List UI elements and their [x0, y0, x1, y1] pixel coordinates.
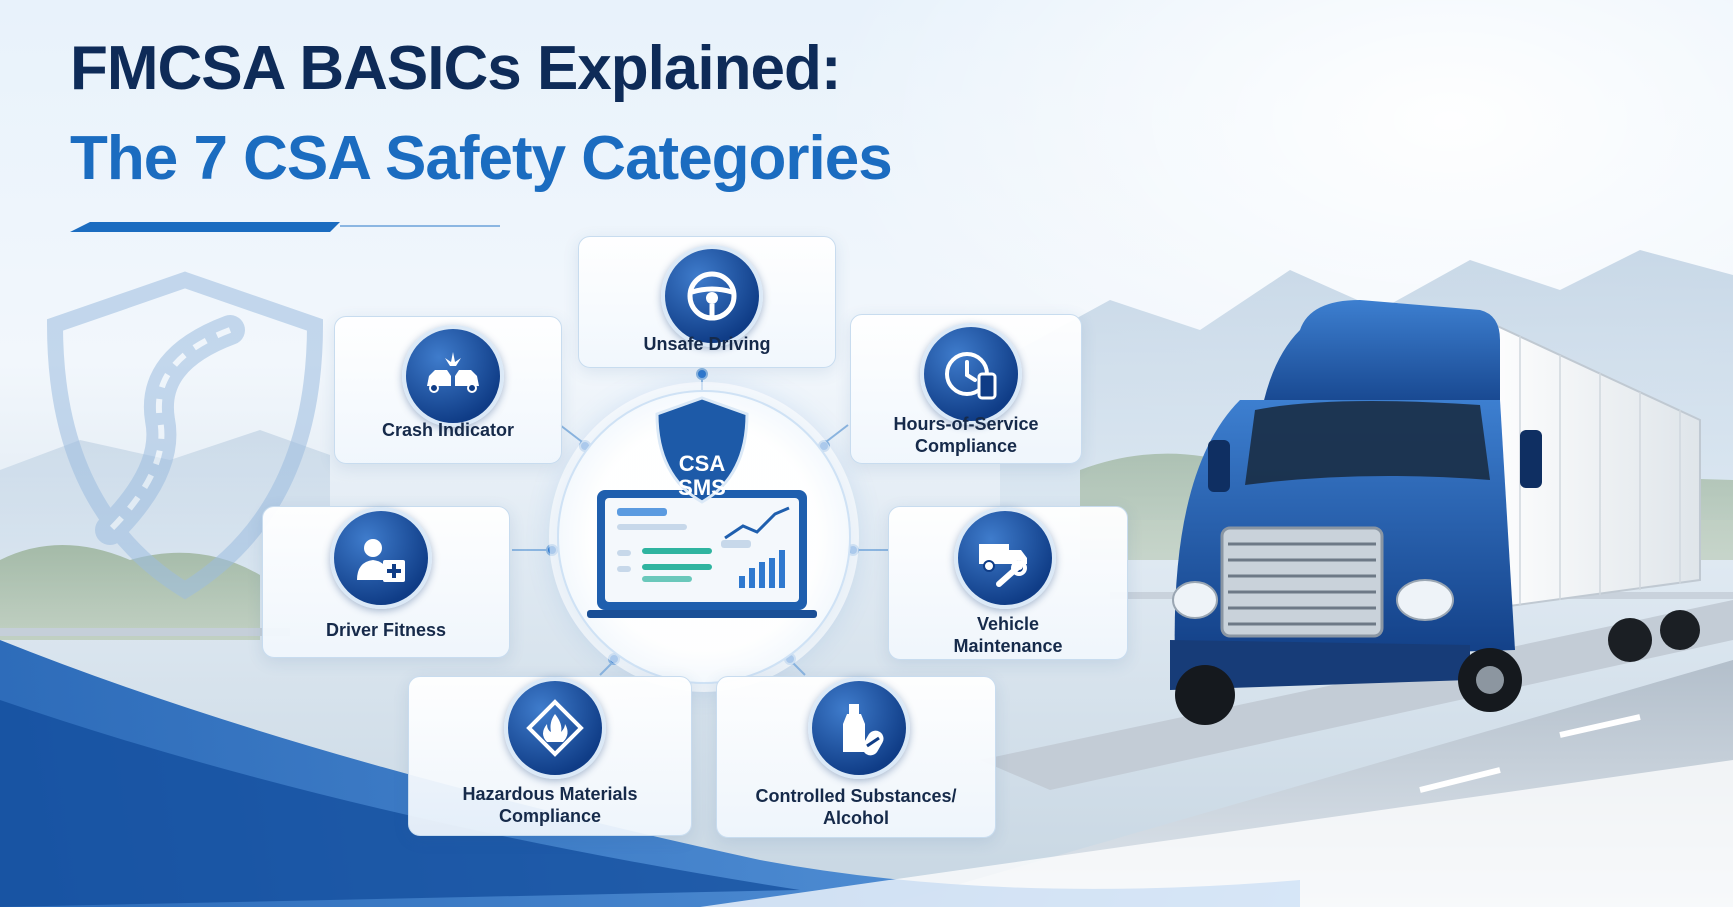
card-label-line-2: Alcohol [823, 808, 889, 828]
shield-road-watermark-icon [46, 271, 324, 600]
driver-medical-icon [357, 539, 405, 582]
bottle-pill-icon [843, 704, 884, 756]
card-label-line-2: Maintenance [953, 636, 1063, 656]
car-crash-badge [402, 325, 504, 427]
category-card-controlled-substances[interactable]: Controlled Substances/ Alcohol [716, 676, 996, 838]
card-label: Vehicle Maintenance [889, 613, 1127, 657]
driver-medical-badge [330, 507, 432, 609]
card-label: Driver Fitness [325, 620, 447, 640]
category-card-hours-of-service[interactable]: Hours-of-Service Compliance [850, 314, 1082, 464]
card-label-line-2: Compliance [498, 806, 602, 826]
card-label: Unsafe Driving [643, 334, 771, 354]
card-label: Hours-of-Service Compliance [851, 413, 1081, 457]
card-label: Controlled Substances/ Alcohol [717, 785, 995, 829]
category-card-unsafe-driving[interactable]: Unsafe Driving [578, 236, 836, 368]
hazmat-badge [504, 677, 606, 779]
steering-wheel-badge [661, 245, 763, 347]
hazmat-flame-icon [526, 699, 584, 757]
title-underline [70, 222, 500, 232]
card-label-line-2: Compliance [914, 436, 1018, 456]
truck-wrench-icon [979, 544, 1027, 587]
category-card-hazardous-materials[interactable]: Hazardous Materials Compliance [408, 676, 692, 836]
category-card-crash-indicator[interactable]: Crash Indicator [334, 316, 562, 464]
category-card-vehicle-maintenance[interactable]: Vehicle Maintenance [888, 506, 1128, 660]
bottle-pill-badge [808, 677, 910, 779]
category-card-driver-fitness[interactable]: Driver Fitness [262, 506, 510, 658]
steering-wheel-icon [687, 271, 737, 321]
hub-shield-line-1: CSA [678, 451, 726, 476]
car-crash-icon [427, 352, 479, 393]
hub-shield-label: CSA SMS [652, 452, 752, 500]
card-label-line-1: Vehicle [976, 614, 1040, 634]
card-label-line-1: Hours-of-Service [893, 414, 1039, 434]
clock-phone-badge [920, 323, 1022, 425]
hub-shield-line-2: SMS [678, 475, 726, 500]
title-line-2: The 7 CSA Safety Categories [70, 124, 893, 193]
card-label: Crash Indicator [381, 420, 515, 440]
title-line-1: FMCSA BASICs Explained: [70, 34, 841, 103]
card-label-line-1: Hazardous Materials [462, 784, 638, 804]
truck-wrench-badge [954, 507, 1056, 609]
clock-phone-icon [945, 352, 997, 400]
card-label-line-1: Controlled Substances/ [755, 786, 957, 806]
card-label: Hazardous Materials Compliance [409, 783, 691, 827]
csa-sms-dashboard-illustration [587, 396, 817, 618]
